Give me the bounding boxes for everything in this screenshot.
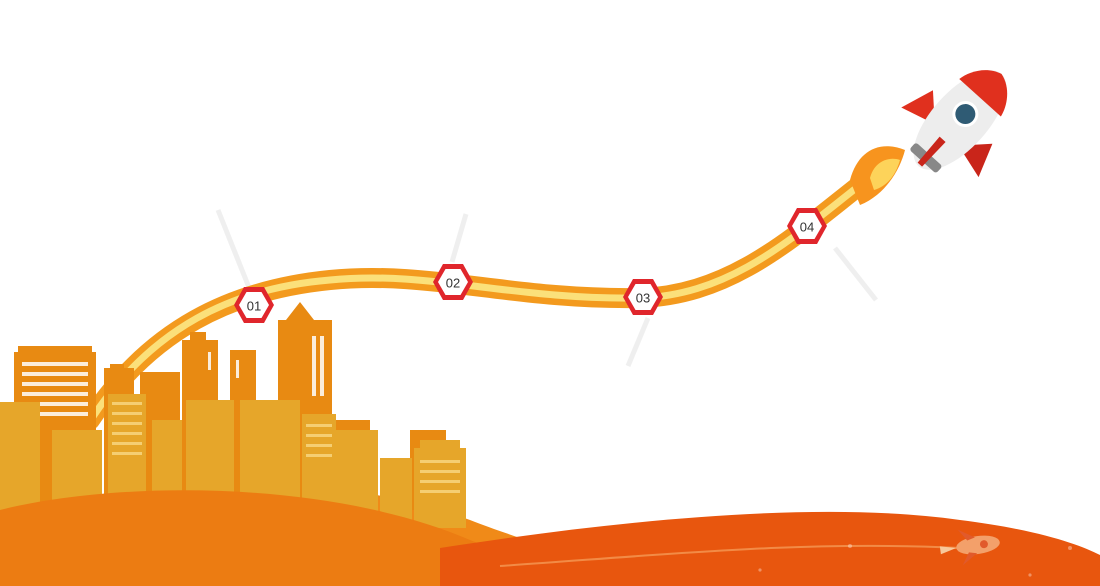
city-skyline-icon [0,302,466,528]
wave-sparkles [758,544,1072,577]
front-hill [0,490,556,586]
rocket-icon [901,70,1008,178]
milestone-label: 04 [800,220,814,235]
milestone-label: 02 [446,276,460,291]
milestone-01[interactable]: 01 [234,287,274,323]
light-rays [215,209,878,367]
milestone-label: 01 [247,299,261,314]
milestone-label: 03 [636,291,650,306]
wave-highlight [499,544,961,567]
milestone-03[interactable]: 03 [623,279,663,315]
small-rocket-icon [939,529,1000,566]
milestone-04[interactable]: 04 [787,208,827,244]
milestone-list: 01 02 03 04 [234,208,827,323]
rocket-flame [850,146,905,205]
milestone-02[interactable]: 02 [433,264,473,300]
